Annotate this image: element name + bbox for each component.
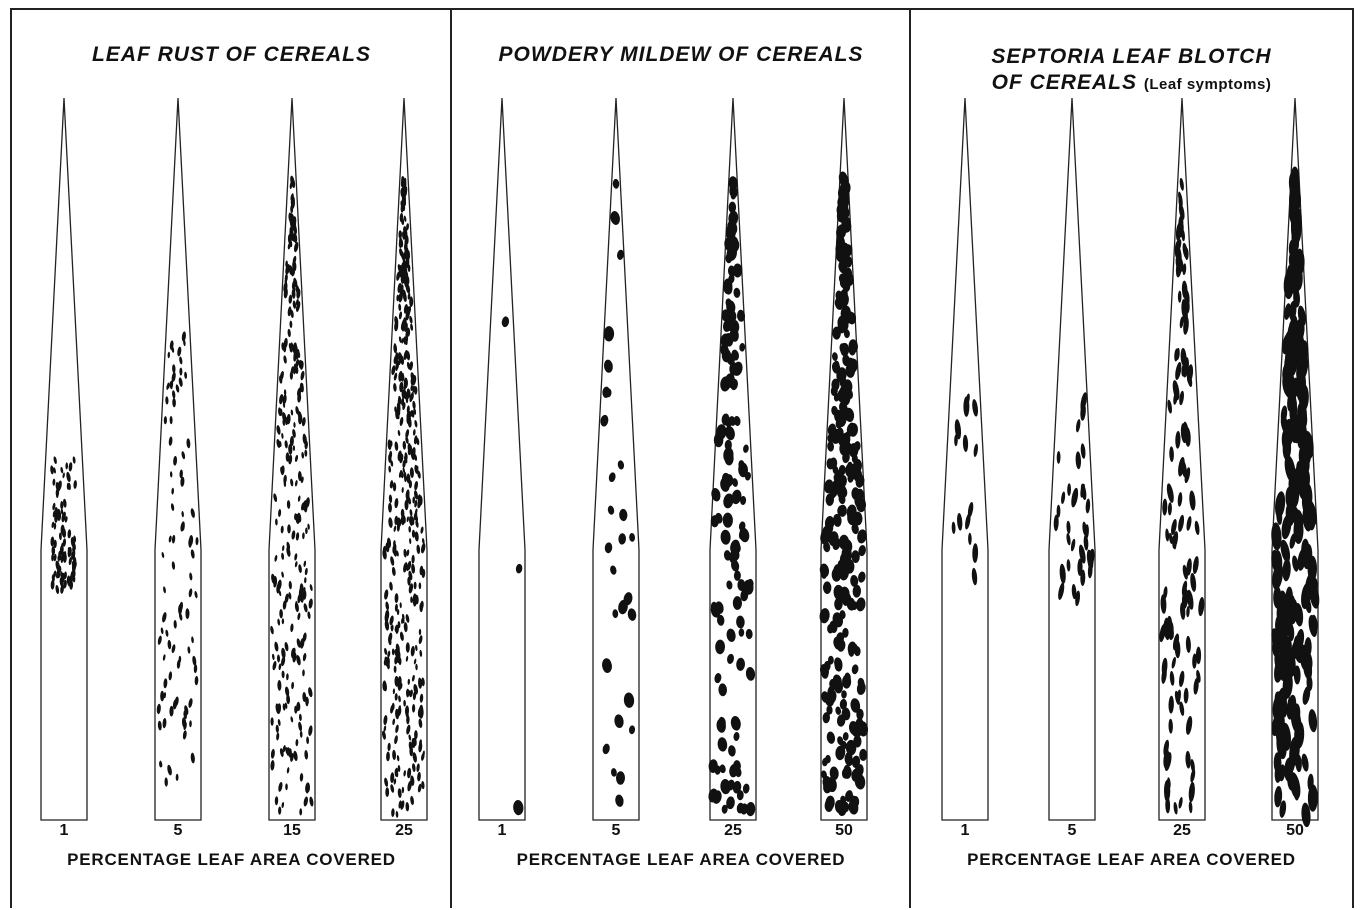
leaf-label: 5	[153, 822, 203, 840]
leaf-labels: 1 5 25 50	[452, 10, 910, 908]
leaf-label: 15	[267, 822, 317, 840]
leaf-labels: 1 5 15 25	[12, 10, 451, 908]
leaf-label: 5	[1047, 822, 1097, 840]
panel-powdery-mildew: POWDERY MILDEW OF CEREALS 1 5 25 50 PERC…	[450, 8, 910, 908]
panel-septoria: SEPTORIA LEAF BLOTCH OF CEREALS (Leaf sy…	[909, 8, 1354, 908]
leaf-label: 1	[940, 822, 990, 840]
leaf-label: 25	[1157, 822, 1207, 840]
leaf-label: 5	[591, 822, 641, 840]
leaf-label: 25	[708, 822, 758, 840]
leaf-labels: 1 5 25 50	[911, 10, 1352, 908]
leaf-label: 25	[379, 822, 429, 840]
leaf-label: 50	[819, 822, 869, 840]
axis-caption: PERCENTAGE LEAF AREA COVERED	[12, 850, 451, 870]
leaf-label: 1	[477, 822, 527, 840]
panel-leaf-rust: LEAF RUST OF CEREALS 1 5 15 25 PERCENTAG…	[10, 8, 451, 908]
leaf-label: 1	[39, 822, 89, 840]
leaf-label: 50	[1270, 822, 1320, 840]
axis-caption: PERCENTAGE LEAF AREA COVERED	[911, 850, 1352, 870]
axis-caption: PERCENTAGE LEAF AREA COVERED	[452, 850, 910, 870]
